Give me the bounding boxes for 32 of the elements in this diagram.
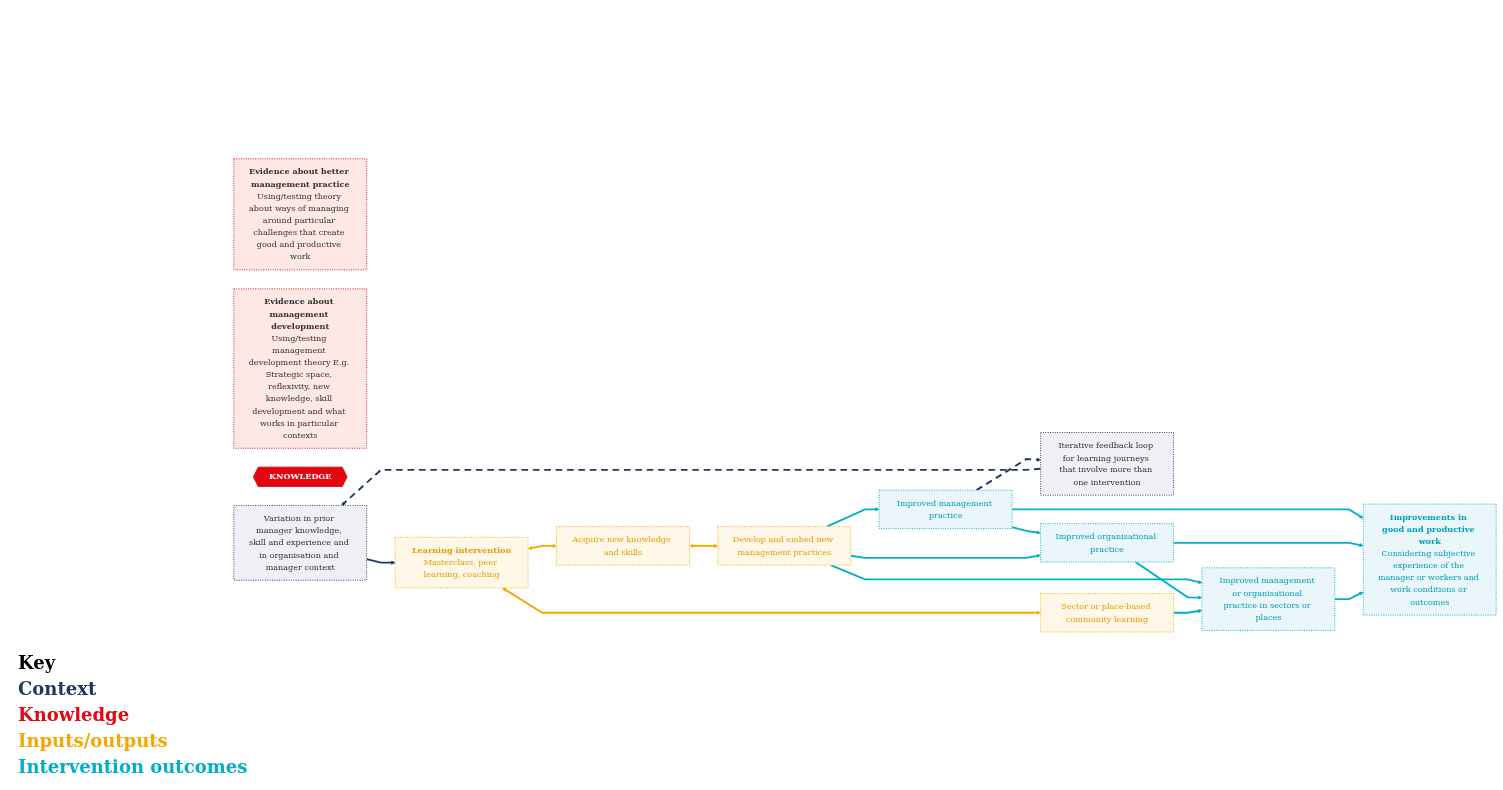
node-box: Variation in prior manager knowledge, skill and experience and in organisation and manager context [233,504,368,581]
node-box: Improvements in good and productive work Considering subjective experience of the manager or workers and work conditions or outcomes [1362,503,1497,616]
legend-entry: Context [18,677,98,701]
node-box: Evidence about better management practice Using/testing theory about ways of managing around particular challenges that create good and productive work [233,157,368,270]
node-box: Sector or place-based community learning [1040,592,1174,633]
arrow [1011,508,1364,519]
arrow [689,543,719,548]
legend-entry: Intervention outcomes [18,755,248,779]
arrow [849,553,1041,559]
node-box: Improved organisational practice [1040,522,1174,563]
node-box: Improved management or organisational practice in sectors or places [1201,566,1336,631]
arrow [365,557,396,565]
arrow [502,587,1041,615]
arrow [1172,541,1364,547]
node-box: Iterative feedback loop for learning journeys that involve more than one intervention [1040,431,1174,496]
arrow [829,563,1203,584]
key-heading: Key [18,651,57,675]
legend-entry: Inputs/outputs [18,729,169,753]
node-box: Acquire new knowledge and skills [556,525,690,566]
arrow [1011,525,1041,535]
arrow [975,457,1041,491]
arrow [341,467,1042,506]
node-box: Learning intervention Masterclass, peer learning, coaching [394,536,529,588]
legend-entry: Knowledge [18,703,131,727]
arrow [1172,608,1203,614]
node-box: Improved management practice [878,489,1013,529]
node-box: Evidence about management development Using/testing management development theory E.g. Strategic space, reflexivity, new knowledge, skill development and what works in particular contexts [233,287,368,449]
node-box: Develop and embed new management practices [717,525,852,566]
arrow [1134,560,1203,600]
arrow [1333,591,1364,600]
arrow [825,506,880,528]
arrow [528,543,557,550]
